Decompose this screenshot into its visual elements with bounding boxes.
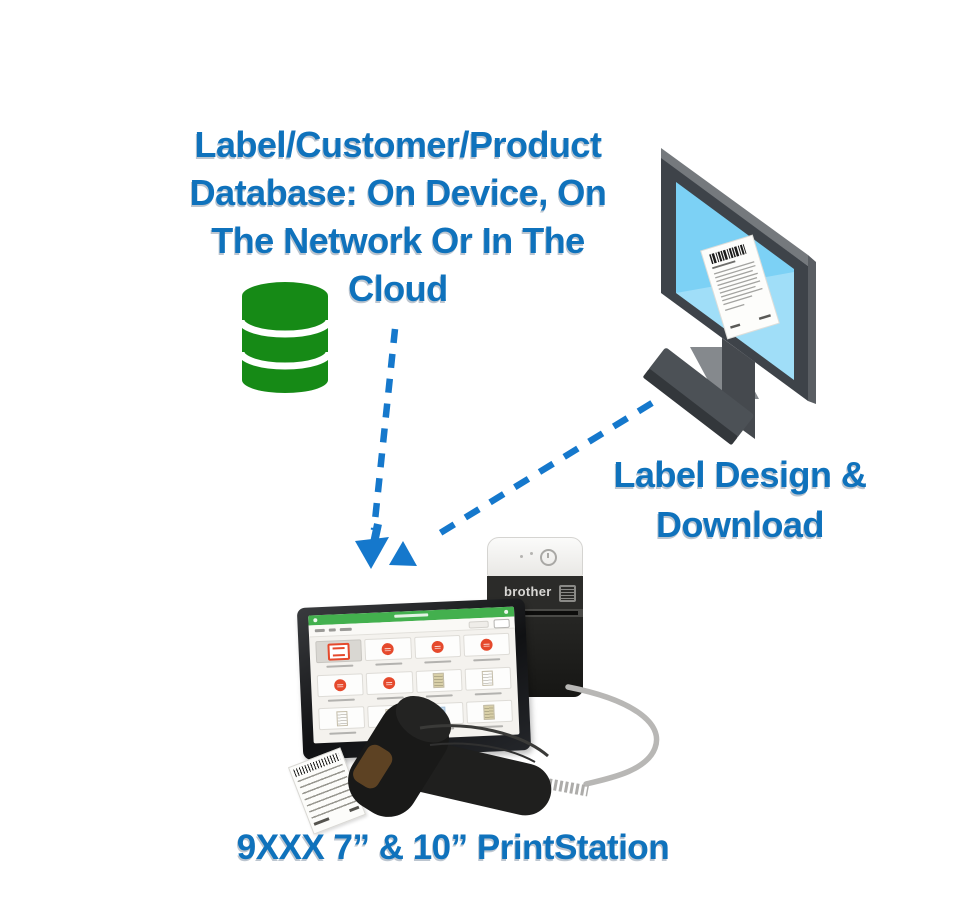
database-caption-line: Label/Customer/Product xyxy=(194,124,602,165)
doc-tan-glyph-icon xyxy=(483,704,496,720)
tablet-screen xyxy=(308,606,520,744)
toolbar-item xyxy=(328,628,336,632)
monitor-side-face xyxy=(808,255,816,404)
back-icon xyxy=(313,618,318,623)
menu-icon xyxy=(504,609,509,615)
printer-top xyxy=(487,537,583,577)
template-tile-price xyxy=(315,639,363,672)
database-caption-line: The Network Or In The xyxy=(211,220,585,261)
database-caption-line: Database: On Device, On xyxy=(189,172,607,213)
circle-glyph-icon xyxy=(383,676,396,689)
printer-output-slot xyxy=(487,609,583,617)
doc-white-glyph-icon xyxy=(385,708,397,725)
search-box xyxy=(468,620,489,629)
printstation-photo: brother xyxy=(283,527,657,839)
printed-receipt xyxy=(287,747,367,835)
template-tile-doc-tan xyxy=(465,700,514,733)
template-tile-doc-tan xyxy=(415,668,463,702)
power-button-icon xyxy=(539,549,557,566)
template-tile-circle xyxy=(316,672,365,706)
label-printer: brother xyxy=(487,537,583,697)
template-tile-circle xyxy=(364,637,412,670)
monitor-stand-base xyxy=(690,347,759,399)
keyboard-icon xyxy=(643,348,754,445)
tablet-tile-grid xyxy=(309,629,519,744)
design-caption-line: Download xyxy=(656,504,824,545)
printstation-tablet xyxy=(296,598,532,760)
doc-white-glyph-icon xyxy=(335,710,348,727)
monitor-stand-neck xyxy=(722,338,755,439)
doc-tan-glyph-icon xyxy=(432,672,445,689)
template-tile-doc-blue xyxy=(416,702,465,735)
database-caption: Label/Customer/Product Database: On Devi… xyxy=(88,121,708,313)
template-tile-doc-white xyxy=(464,666,512,699)
template-tile-circle xyxy=(413,634,462,668)
toolbar-item xyxy=(314,628,325,633)
toolbar-button xyxy=(493,618,510,629)
toolbar-item xyxy=(339,627,352,632)
circle-glyph-icon xyxy=(381,642,395,656)
circle-glyph-icon xyxy=(480,638,493,652)
doc-white-glyph-icon xyxy=(482,670,494,687)
template-tile-doc-white xyxy=(367,704,415,737)
database-caption-line: Cloud xyxy=(348,268,448,309)
price-glyph-icon xyxy=(327,642,351,661)
receipt-footer-mark xyxy=(349,805,360,813)
app-title-text xyxy=(394,613,429,618)
design-caption-line: Label Design & xyxy=(613,454,867,495)
circle-glyph-icon xyxy=(334,678,347,692)
template-tile-doc-white xyxy=(318,706,366,740)
label-feed-icon xyxy=(559,585,576,602)
design-caption: Label Design & Download xyxy=(530,450,950,550)
template-tile-circle xyxy=(365,670,414,704)
printer-brand-logo: brother xyxy=(504,584,552,599)
doc-blue-glyph-icon xyxy=(434,706,447,722)
printstation-caption: 9XXX 7” & 10” PrintStation xyxy=(236,828,670,867)
printer-face: brother xyxy=(487,576,583,609)
barcode-label-icon xyxy=(700,234,780,340)
circle-glyph-icon xyxy=(430,640,444,654)
template-tile-circle xyxy=(462,632,511,666)
printer-led-icon xyxy=(530,552,534,555)
printer-led-icon xyxy=(519,555,523,558)
